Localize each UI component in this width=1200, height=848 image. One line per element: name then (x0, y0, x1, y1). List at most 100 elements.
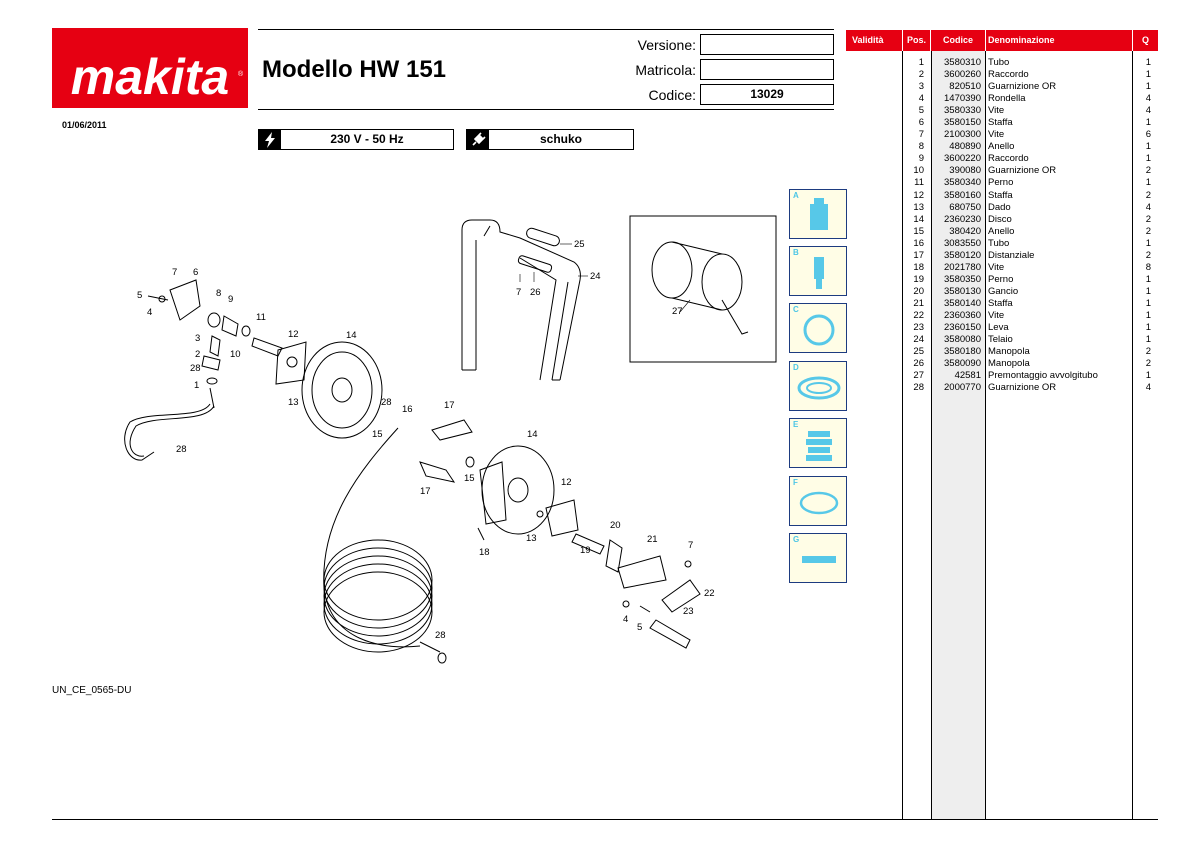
voltage-text: 230 V - 50 Hz (330, 132, 404, 146)
makita-logo-mark: makita ® (52, 28, 248, 108)
part-name: Staffa (988, 117, 1013, 129)
part-code: 42581 (954, 370, 981, 382)
part-name: Staffa (988, 189, 1013, 201)
plug-spec: schuko (466, 129, 634, 150)
brand-text: makita (71, 49, 229, 105)
exploded-view-diagram: 7 6 5 4 8 9 11 12 14 3 2 10 28 1 13 28 1… (124, 215, 777, 664)
part-code: 3600260 (944, 69, 981, 81)
callout-13-b: 13 (526, 533, 537, 544)
cartridge-icon (814, 257, 824, 289)
part-name: Disco (988, 213, 1012, 225)
part-position: 19 (913, 273, 924, 285)
part-quantity: 1 (1145, 81, 1151, 93)
part-name: Manopola (988, 358, 1030, 370)
part-position: 11 (914, 177, 924, 189)
makita-logo: makita ® (52, 28, 248, 108)
part-code: 2360230 (944, 213, 981, 225)
part-name: Raccordo (988, 69, 1029, 81)
part-position: 16 (913, 237, 924, 249)
callout-20: 20 (610, 520, 621, 531)
part-quantity: 2 (1145, 189, 1151, 201)
header-top-rule (258, 29, 834, 30)
part-position: 10 (913, 165, 924, 177)
part-name: Perno (988, 177, 1014, 189)
part-position: 22 (913, 309, 924, 321)
part-name: Dado (988, 201, 1011, 213)
header-bottom-rule (258, 109, 834, 110)
part-quantity: 1 (1145, 153, 1151, 165)
callout-6: 6 (193, 267, 198, 278)
part-position: 3 (918, 81, 924, 93)
code-column-shade (932, 51, 985, 820)
part-code: 3580120 (944, 249, 981, 261)
callout-3: 3 (195, 333, 200, 344)
part-code: 3580150 (944, 117, 981, 129)
validity-thumb-g: G (789, 533, 847, 583)
part-quantity: 1 (1145, 237, 1151, 249)
part-name: Vite (988, 309, 1005, 321)
lightning-icon (259, 130, 281, 149)
callout-7-b: 7 (688, 540, 693, 551)
callout-13: 13 (288, 397, 299, 408)
callout-9: 9 (228, 294, 233, 305)
validity-thumb-e: E (789, 418, 847, 468)
part-quantity: 4 (1145, 105, 1151, 117)
table-header: Validità Pos. Codice Denominazione Q (846, 30, 1158, 51)
callout-2: 2 (195, 349, 200, 360)
callout-22: 22 (704, 588, 715, 599)
callout-11: 11 (256, 312, 266, 323)
callout-28: 28 (190, 363, 201, 374)
part-position: 24 (913, 334, 924, 346)
callout-16: 16 (402, 404, 413, 415)
code-field: 13029 (700, 84, 834, 105)
part-code: 3580160 (944, 189, 981, 201)
callout-28-d: 28 (435, 630, 446, 641)
part-name: Guarnizione OR (988, 165, 1057, 177)
part-name: Telaio (988, 334, 1013, 346)
callout-5: 5 (137, 290, 142, 301)
part-code: 3580080 (944, 334, 981, 346)
part-quantity: 2 (1145, 213, 1151, 225)
part-quantity: 1 (1145, 177, 1151, 189)
part-position: 9 (918, 153, 924, 165)
part-name: Tubo (988, 57, 1010, 68)
part-position: 27 (913, 370, 924, 382)
part-code: 820510 (949, 81, 981, 93)
part-quantity: 1 (1145, 57, 1151, 68)
frame-part (461, 219, 581, 381)
part-quantity: 4 (1145, 201, 1151, 213)
part-position: 7 (918, 129, 924, 141)
part-name: Leva (988, 322, 1009, 334)
part-quantity: 1 (1145, 370, 1151, 382)
part-position: 18 (913, 261, 924, 273)
model-title: Modello HW 151 (262, 56, 447, 83)
header-code: Codice (931, 30, 985, 51)
part-code: 2021780 (944, 261, 981, 273)
part-code: 3580330 (944, 105, 981, 117)
callout-12: 12 (288, 329, 299, 340)
part-code: 3580340 (944, 177, 981, 189)
plug-text: schuko (539, 132, 582, 146)
part-code: 3580140 (944, 297, 981, 309)
validity-thumb-b: B (789, 246, 847, 296)
header-pos: Pos. (903, 30, 930, 51)
validity-thumb-f: F (789, 476, 847, 526)
part-name: Perno (988, 273, 1014, 285)
callout-12-b: 12 (561, 477, 572, 488)
part-code: 2100300 (944, 129, 981, 141)
